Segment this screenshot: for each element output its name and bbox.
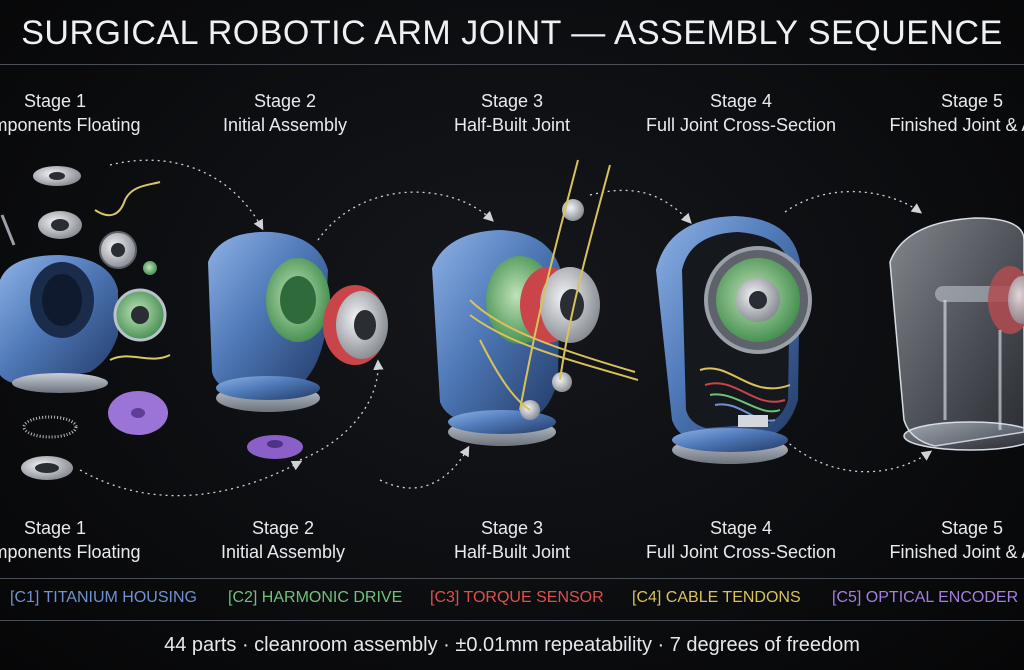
stage-name: Finished Joint & Arm — [889, 115, 1024, 135]
stage-number: Stage 1 — [23, 91, 87, 111]
stage-name: Full Joint Cross-Section — [645, 542, 837, 562]
stage-number: Stage 4 — [709, 91, 773, 111]
stage-name: Finished Joint & Arm — [889, 542, 1024, 562]
stage-number: Stage 2 — [253, 91, 317, 111]
legend-c3: [C3] TORQUE SENSOR — [430, 589, 604, 607]
legend-code: [C2] — [228, 589, 258, 606]
legend-c2: [C2] HARMONIC DRIVE — [228, 589, 402, 607]
stage-2-bottom-label: Stage 2 Initial Assembly — [163, 516, 403, 564]
stage-number: Stage 5 — [940, 518, 1004, 538]
stage-number: Stage 3 — [480, 91, 544, 111]
stage-name: Initial Assembly — [222, 115, 348, 135]
stage-4-top-label: Stage 4 Full Joint Cross-Section — [621, 89, 861, 137]
stage-number: Stage 2 — [251, 518, 315, 538]
stage-name: Components Floating — [0, 115, 141, 135]
stage-1-bottom-label: Stage 1 Components Floating — [0, 516, 175, 564]
legend-label: OPTICAL ENCODER — [865, 589, 1019, 606]
title-divider — [0, 64, 1024, 65]
stage-5-finished-joint — [889, 217, 1024, 451]
legend-code: [C1] — [10, 589, 40, 606]
stage-4-bottom-label: Stage 4 Full Joint Cross-Section — [621, 516, 861, 564]
legend-divider-bottom — [0, 620, 1024, 621]
stage-3-bottom-label: Stage 3 Half-Built Joint — [392, 516, 632, 564]
stage-1-exploded-parts — [0, 166, 171, 480]
legend-label: TITANIUM HOUSING — [43, 589, 197, 606]
stage-3-top-label: Stage 3 Half-Built Joint — [392, 89, 632, 137]
legend-c1: [C1] TITANIUM HOUSING — [10, 589, 197, 607]
stage-number: Stage 3 — [480, 518, 544, 538]
stage-2-initial-assembly — [208, 231, 388, 459]
stage-4-cross-section — [656, 216, 812, 464]
legend-c5: [C5] OPTICAL ENCODER — [832, 589, 1018, 607]
stage-number: Stage 5 — [940, 91, 1004, 111]
stage-number: Stage 1 — [23, 518, 87, 538]
flow-arrows — [79, 159, 933, 497]
stage-2-top-label: Stage 2 Initial Assembly — [165, 89, 405, 137]
legend-label: HARMONIC DRIVE — [261, 589, 403, 606]
stage-name: Half-Built Joint — [453, 542, 571, 562]
legend-c4: [C4] CABLE TENDONS — [632, 589, 801, 607]
specs-footer: 44 parts · cleanroom assembly · ±0.01mm … — [164, 634, 860, 656]
legend-code: [C3] — [430, 589, 460, 606]
stage-name: Initial Assembly — [220, 542, 346, 562]
stage-name: Components Floating — [0, 542, 141, 562]
legend-label: CABLE TENDONS — [665, 589, 801, 606]
stage-3-half-built-joint — [432, 159, 639, 446]
stage-5-bottom-label: Stage 5 Finished Joint & Arm — [852, 516, 1024, 564]
legend-code: [C4] — [632, 589, 662, 606]
legend-label: TORQUE SENSOR — [463, 589, 604, 606]
legend-divider-top — [0, 578, 1024, 579]
page-title: SURGICAL ROBOTIC ARM JOINT — ASSEMBLY SE… — [21, 14, 1003, 52]
stage-1-top-label: Stage 1 Components Floating — [0, 89, 175, 137]
legend-code: [C5] — [832, 589, 862, 606]
stage-name: Half-Built Joint — [453, 115, 571, 135]
stage-number: Stage 4 — [709, 518, 773, 538]
stage-name: Full Joint Cross-Section — [645, 115, 837, 135]
stage-5-top-label: Stage 5 Finished Joint & Arm — [852, 89, 1024, 137]
